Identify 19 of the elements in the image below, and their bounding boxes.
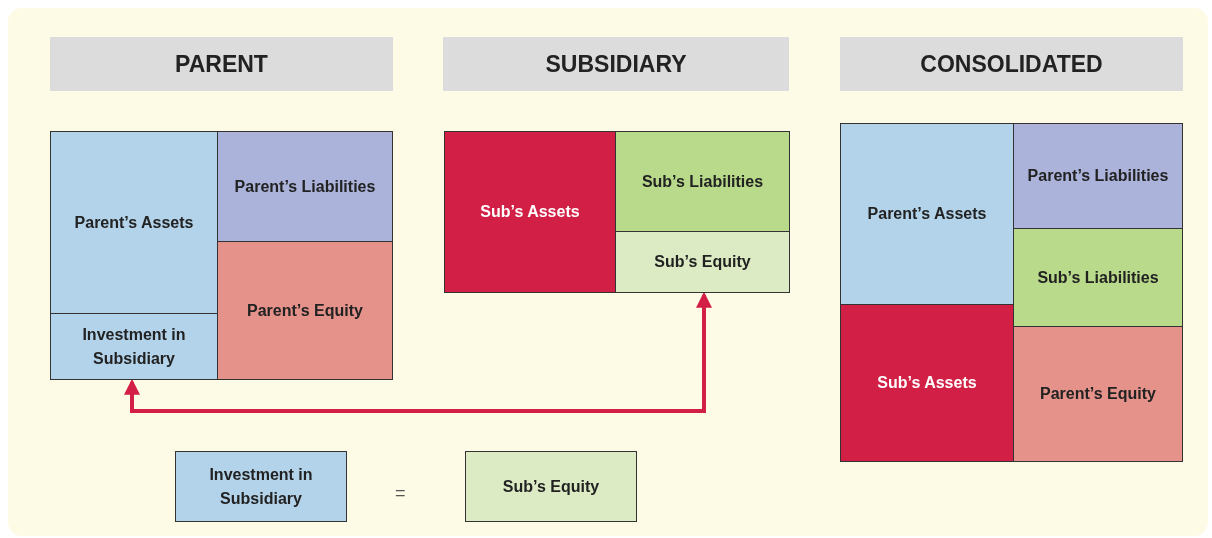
assets-block: Sub’s Assets bbox=[840, 304, 1014, 462]
liabilities-block: Parent’s Liabilities bbox=[1013, 123, 1183, 229]
investment-block: Investment in Subsidiary bbox=[50, 313, 218, 380]
equity-block: Sub’s Equity bbox=[465, 451, 637, 522]
equity-block: Parent’s Equity bbox=[1013, 326, 1183, 462]
liabilities-block: Sub’s Liabilities bbox=[1013, 228, 1183, 327]
equity-block: Sub’s Equity bbox=[615, 231, 790, 293]
equals-sign: = bbox=[395, 483, 406, 504]
equity-block: Parent’s Equity bbox=[217, 241, 393, 380]
header-band: SUBSIDIARY bbox=[443, 37, 789, 91]
assets-block: Sub’s Assets bbox=[444, 131, 616, 293]
assets-block: Parent’s Assets bbox=[50, 131, 218, 314]
header-band: PARENT bbox=[50, 37, 393, 91]
liabilities-block: Sub’s Liabilities bbox=[615, 131, 790, 232]
investment-block: Investment in Subsidiary bbox=[175, 451, 347, 522]
double-arrow bbox=[124, 291, 712, 413]
header-band: CONSOLIDATED bbox=[840, 37, 1183, 91]
assets-block: Parent’s Assets bbox=[840, 123, 1014, 305]
liabilities-block: Parent’s Liabilities bbox=[217, 131, 393, 242]
